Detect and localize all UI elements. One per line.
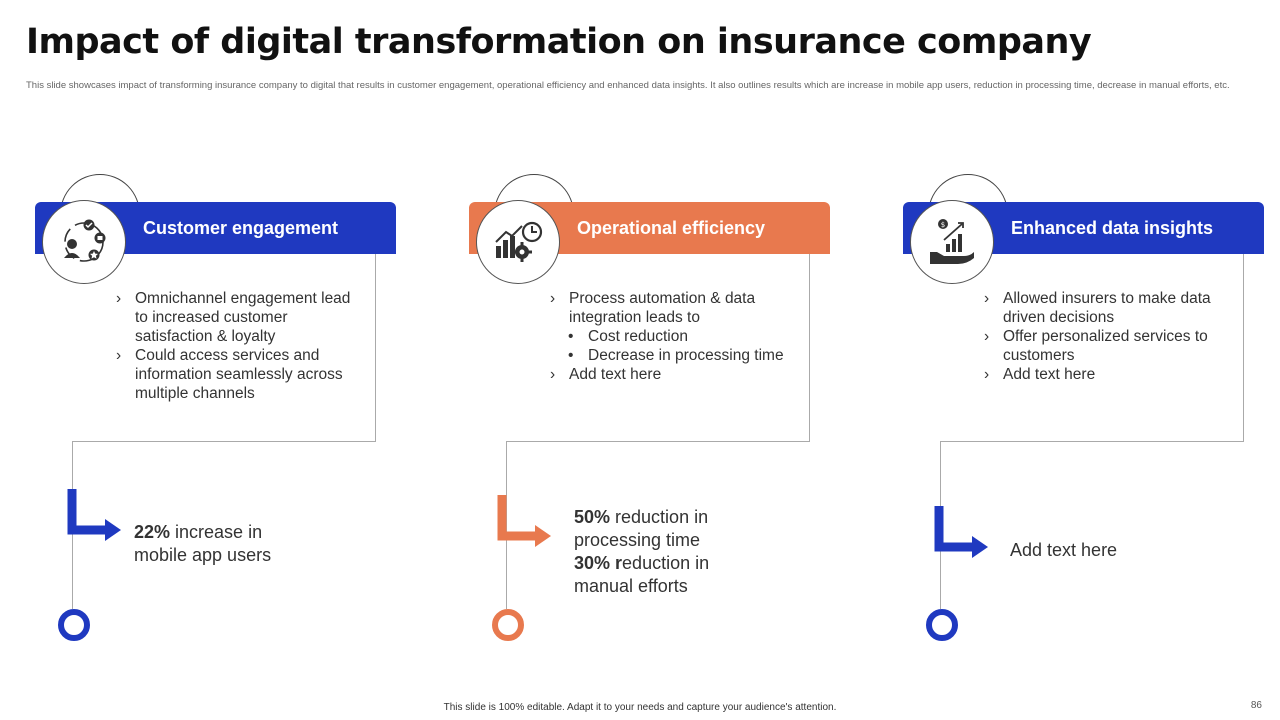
list-item: Could access services and information se…	[116, 346, 366, 403]
result-text: 50% reduction in processing time 30% red…	[574, 506, 709, 598]
bullet-list: Allowed insurers to make data driven dec…	[984, 289, 1234, 384]
content-box	[72, 254, 376, 442]
result-line: 22% increase in	[134, 522, 263, 542]
end-ring	[58, 609, 90, 641]
list-item: Offer personalized services to customers	[984, 327, 1234, 365]
bullet-list: Omnichannel engagement lead to increased…	[116, 289, 366, 403]
result-line: mobile app users	[134, 545, 272, 565]
list-item: Add text here	[550, 365, 800, 384]
result-line: processing time	[574, 530, 701, 550]
list-item: Add text here	[984, 365, 1234, 384]
list-item: Omnichannel engagement lead to increased…	[116, 289, 366, 346]
result-text: Add text here	[1010, 539, 1117, 562]
list-item: Cost reduction	[550, 327, 800, 346]
page-number: 86	[1250, 700, 1262, 711]
content-box	[506, 254, 810, 442]
result-line: 30% reduction in	[574, 553, 710, 573]
operational-efficiency-icon	[476, 200, 560, 284]
content-box	[940, 254, 1244, 442]
result-text: 22% increase in mobile app users	[134, 521, 271, 567]
column-operational-efficiency: Operational efficiency Process automatio…	[469, 0, 869, 720]
svg-text:$: $	[941, 221, 945, 229]
column-heading: Customer engagement	[143, 218, 339, 238]
data-insights-icon: $	[910, 200, 994, 284]
list-item: Process automation & data integration le…	[550, 289, 800, 327]
slide-subtitle: This slide showcases impact of transform…	[26, 80, 1230, 91]
bent-arrow-icon	[497, 495, 551, 547]
result-line: manual efforts	[574, 576, 688, 596]
end-ring	[926, 609, 958, 641]
column-heading: Operational efficiency	[577, 218, 766, 238]
list-item: Allowed insurers to make data driven dec…	[984, 289, 1234, 327]
column-enhanced-data-insights: Enhanced data insights $ Allowed insurer…	[903, 0, 1280, 720]
result-line: Add text here	[1010, 540, 1118, 560]
bent-arrow-icon	[934, 506, 988, 558]
slide-footer: This slide is 100% editable. Adapt it to…	[443, 702, 837, 713]
column-heading: Enhanced data insights	[1011, 218, 1214, 238]
end-ring	[492, 609, 524, 641]
column-customer-engagement: Customer engagement Omnichannel engageme…	[35, 0, 435, 720]
bullet-list: Process automation & data integration le…	[550, 289, 800, 384]
bent-arrow-icon	[67, 489, 121, 541]
result-line: 50% reduction in	[574, 507, 709, 527]
slide-title: Impact of digital transformation on insu…	[26, 22, 1092, 62]
customer-engagement-icon	[42, 200, 126, 284]
list-item: Decrease in processing time	[550, 346, 800, 365]
